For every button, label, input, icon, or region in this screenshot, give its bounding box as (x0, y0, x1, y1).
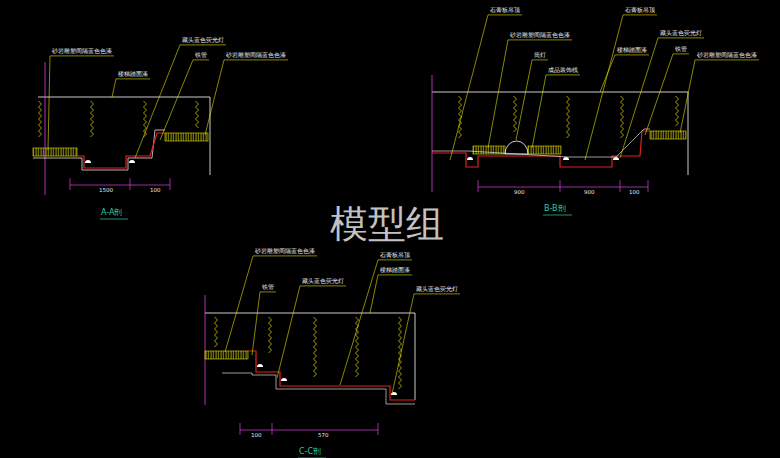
leader-line (532, 75, 580, 148)
hanger (144, 101, 147, 137)
leader-line (135, 45, 226, 158)
dimension-text: 100 (629, 189, 640, 195)
dimension-text: 900 (514, 189, 525, 195)
lamp (563, 157, 569, 160)
callout-label: 石膏板吊顶 (380, 252, 410, 259)
callout-label: 石膏板吊顶 (625, 7, 655, 14)
leader-line (225, 256, 317, 352)
hanger (269, 317, 272, 353)
lamp (281, 378, 287, 381)
leader-line (340, 260, 412, 385)
leader-line (252, 292, 276, 355)
callout-label: 砂岩雕塑间隔蓝色色漆 (52, 48, 112, 55)
leader-line (600, 55, 649, 92)
hanger (514, 96, 517, 132)
section-title: C-C剖 (299, 447, 321, 456)
leader-line (392, 294, 460, 394)
dimension-text: 100 (150, 187, 161, 193)
section-b (432, 75, 688, 215)
leader-line (680, 60, 759, 133)
section-c (205, 295, 415, 458)
lamp (85, 160, 91, 163)
callout-label: 楼梯踏面漆 (380, 267, 410, 274)
callout-label: 楼梯踏面漆 (617, 47, 647, 54)
lamp-symbols (85, 157, 619, 395)
hanger (91, 101, 94, 137)
leader-line (645, 54, 689, 135)
callout-label: 藏头蓝色荧光灯 (660, 30, 702, 37)
callout-label: 藏头蓝色荧光灯 (182, 37, 224, 44)
callout-label: 砂岩雕塑间隔蓝色色漆 (255, 248, 315, 255)
leader-line (488, 40, 572, 148)
hanger (215, 317, 218, 347)
dimension-text: 1500 (99, 187, 113, 193)
lamp (613, 157, 619, 160)
callout-label: 楼梯踏面漆 (118, 71, 148, 78)
section-title: B-B剖 (544, 204, 566, 213)
hanger (314, 317, 317, 377)
section-a (33, 62, 210, 219)
leader-line (48, 56, 114, 150)
dimension-text: 570 (318, 432, 329, 438)
callout-label: 筒灯 (534, 52, 546, 59)
callout-label: 砂岩雕塑间隔蓝色色漆 (226, 52, 286, 59)
hanger (621, 96, 624, 138)
leader-line (516, 60, 548, 140)
callout-label: 成品装饰线 (548, 67, 578, 74)
hanger (676, 96, 679, 126)
lamp (129, 160, 135, 163)
callout-label: 石膏板吊顶 (490, 7, 520, 14)
callout-label: 砂岩雕塑间隔蓝色色漆 (510, 32, 570, 39)
callout-label: 藏头蓝色荧光灯 (416, 286, 458, 293)
lamp (257, 364, 263, 367)
callout-label: 铁管 (675, 46, 687, 53)
leader-line (370, 275, 412, 313)
watermark: 模型组 (330, 203, 444, 247)
ceiling-hangers (39, 96, 679, 389)
lamp (467, 157, 473, 160)
leader-line (112, 79, 150, 97)
leader-line (160, 60, 209, 140)
section-title: A-A剖 (101, 208, 122, 217)
callout-label: 铁管 (262, 284, 274, 291)
callout-label: 铁管 (195, 52, 207, 59)
hanger (39, 101, 42, 137)
leader-line (585, 15, 657, 160)
hanger (196, 101, 199, 128)
callout-label: 砂岩雕塑间隔蓝色色漆 (697, 52, 757, 59)
leader-line (277, 286, 346, 378)
dimension-text: 100 (251, 432, 262, 438)
dimension-text: 900 (584, 189, 595, 195)
leader-line (205, 60, 288, 135)
leader-line (620, 38, 704, 158)
callout-label: 藏头蓝色荧光灯 (302, 278, 344, 285)
hanger (567, 96, 570, 138)
